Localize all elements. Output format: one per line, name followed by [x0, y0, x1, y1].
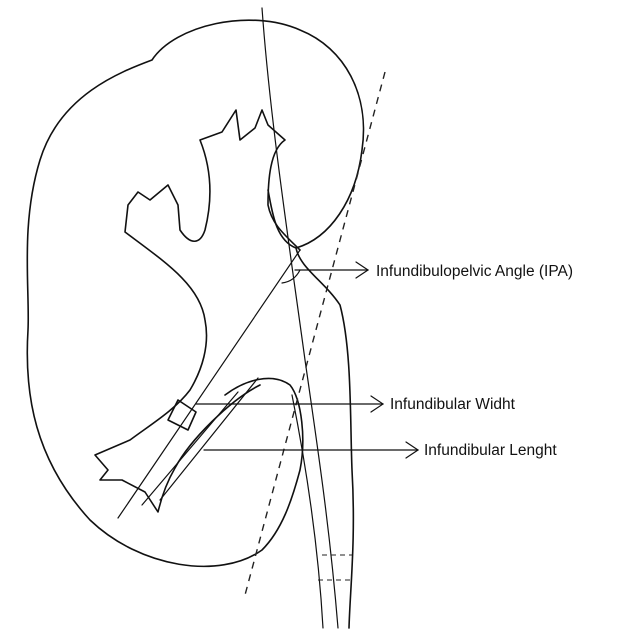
ipa-label: Infundibulopelvic Angle (IPA): [376, 263, 573, 280]
kidney-outline: [27, 20, 363, 628]
length-callout-arrow: [204, 442, 418, 458]
collecting-system-outline: [95, 110, 300, 512]
ureter-inner-line: [292, 395, 323, 628]
infundibular-width-marker: [168, 400, 196, 430]
ipa-callout-arrow: [295, 262, 368, 278]
dashed-axis-line: [245, 72, 385, 595]
infundibular-length-label: Infundibular Lenght: [424, 442, 557, 459]
lower-infundibulum-axis-line: [118, 250, 300, 518]
infundibulum-line-lower: [160, 378, 258, 500]
infundibular-width-label: Infundibular Widht: [390, 396, 516, 413]
